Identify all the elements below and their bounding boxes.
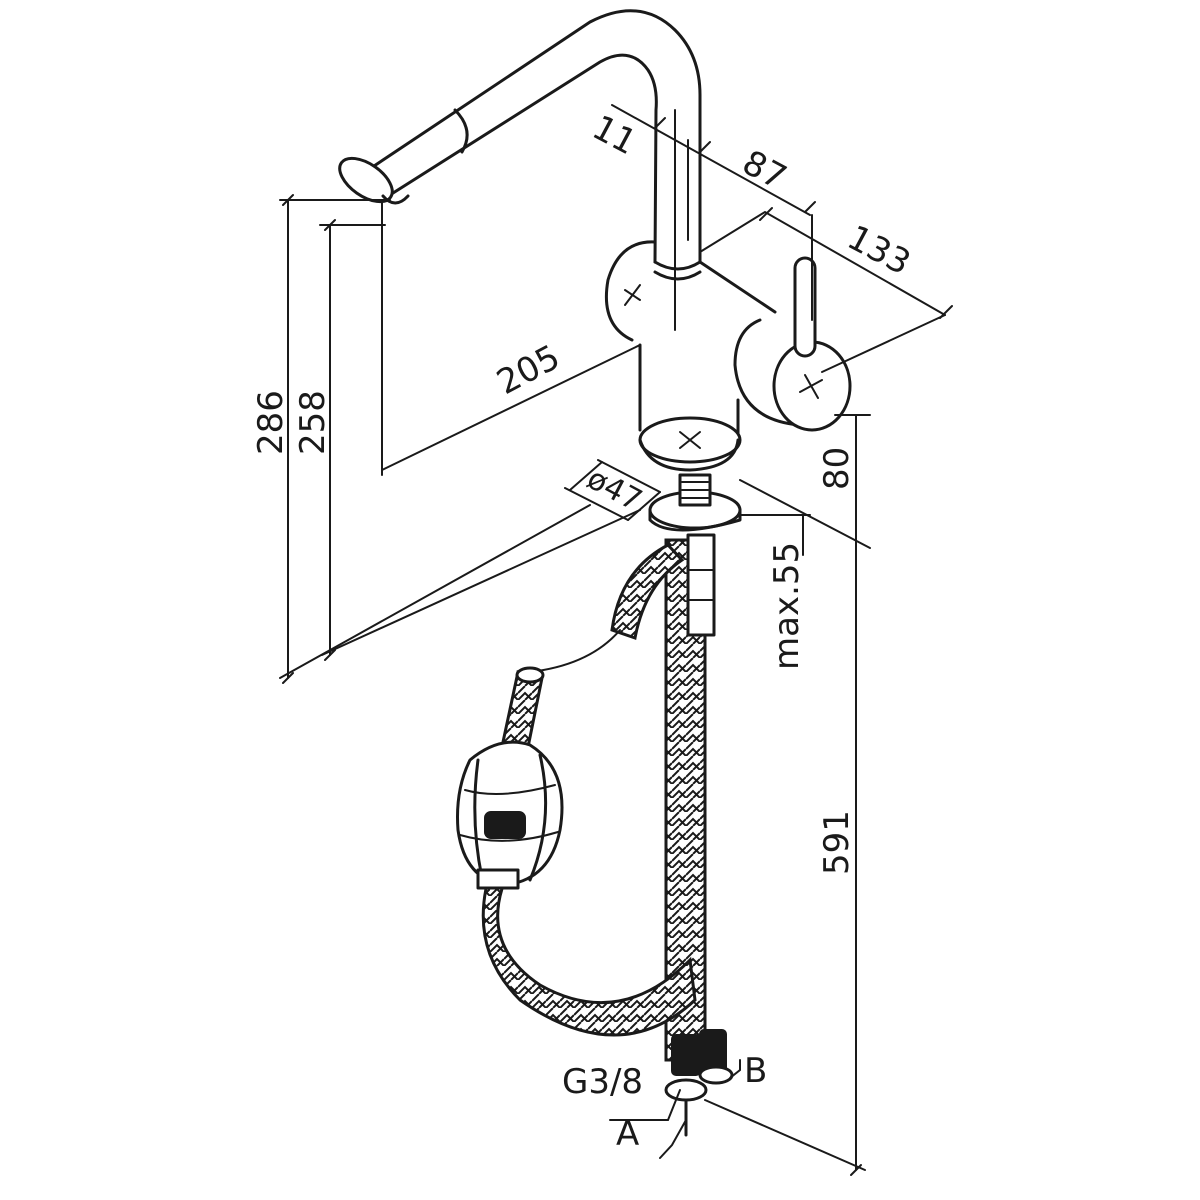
inlet-b-label: B — [744, 1051, 767, 1091]
hose-connector — [686, 533, 716, 637]
lever-handle[interactable] — [793, 256, 817, 358]
hose-fittings — [664, 1029, 734, 1137]
weight-clip — [476, 868, 520, 890]
dim-max55-label: max.55 — [767, 542, 807, 670]
dim-87-label: 87 — [736, 143, 793, 199]
dimension-lines — [279, 104, 953, 1176]
inlet-a-label: A — [616, 1114, 639, 1154]
faucet-body — [604, 240, 777, 472]
dim-205-label: 205 — [490, 337, 566, 403]
dimension-labels: 11 87 133 205 286 258 80 ø47 max.55 591 … — [251, 108, 917, 1154]
hoses — [481, 533, 716, 1062]
dim-286-label: 286 — [251, 390, 291, 455]
spray-head-outlet — [338, 156, 394, 204]
dim-11-label: 11 — [586, 108, 643, 164]
dim-80-label: 80 — [817, 447, 857, 490]
pull-out-hose-upper — [610, 543, 685, 640]
dim-133-label: 133 — [841, 218, 917, 284]
dim-258-label: 258 — [293, 390, 333, 455]
hose-counterweight — [456, 740, 564, 890]
mixer-lever[interactable] — [733, 256, 852, 432]
pull-out-hose-loop — [481, 878, 697, 1037]
thread-label: G3/8 — [562, 1062, 643, 1102]
mounting-hardware — [648, 473, 742, 532]
spout — [338, 9, 702, 281]
dim-591-label: 591 — [817, 810, 857, 875]
